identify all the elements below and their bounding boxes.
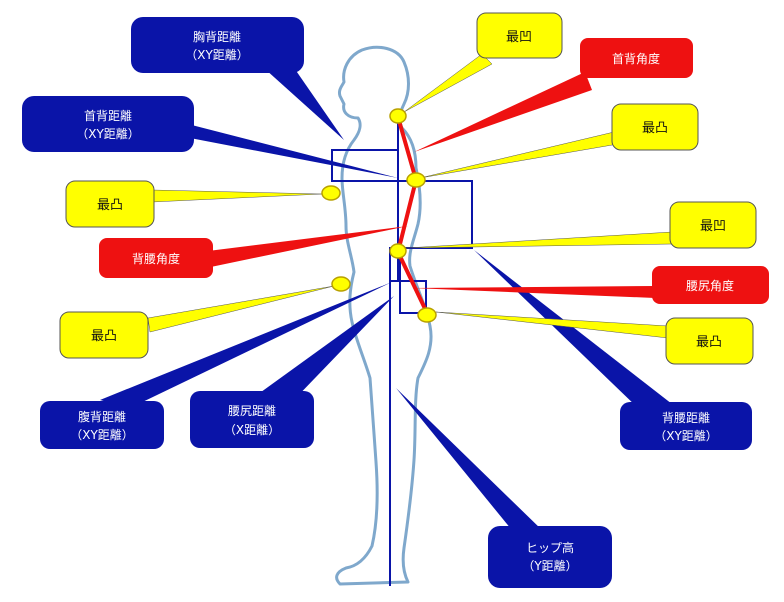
concave-right-mid-label: 最凹 — [700, 219, 726, 234]
neck-back-line1: 首背距離 — [84, 109, 132, 123]
pointer-abdomen-back — [100, 282, 392, 408]
callout-convex-hip: 最凸 — [665, 317, 754, 365]
convex-upper-right-label: 最凸 — [642, 121, 668, 136]
pointer-concave-top — [403, 53, 493, 113]
pointer-neck-back-angle — [414, 72, 592, 152]
point-waist-back — [389, 243, 407, 259]
pointer-waist-hip — [250, 296, 394, 404]
pointer-neck-back — [180, 122, 398, 178]
back-waist-line2: （XY距離） — [654, 429, 718, 443]
callout-chest-back: 胸背距離 （XY距離） — [131, 17, 304, 73]
callout-concave-top: 最凹 — [476, 12, 563, 59]
abdomen-back-line1: 腹背距離 — [78, 410, 126, 424]
neck-back-angle-label: 首背角度 — [612, 51, 660, 66]
neck-back-line2: （XY距離） — [76, 127, 140, 141]
hip-height-line1: ヒップ高 — [526, 540, 574, 555]
callout-hip-height: ヒップ高 （Y距離） — [488, 526, 612, 588]
callout-convex-chest: 最凸 — [65, 180, 155, 228]
callout-convex-abdomen: 最凸 — [59, 311, 149, 359]
pointer-back-waist-angle — [200, 226, 408, 268]
pointer-chest-back — [255, 60, 344, 140]
callout-waist-hip-angle: 腰尻角度 — [652, 266, 769, 304]
waist-hip-line1: 腰尻距離 — [228, 404, 276, 418]
back-waist-angle-label: 背腰角度 — [132, 251, 180, 266]
spine-line — [396, 116, 430, 316]
point-upper-back — [406, 172, 426, 188]
pointer-convex-chest — [151, 189, 323, 203]
chest-back-line1: 胸背距離 — [193, 29, 241, 44]
back-waist-line1: 背腰距離 — [662, 411, 710, 425]
callout-back-waist-angle: 背腰角度 — [99, 238, 213, 278]
waist-hip-line2: （X距離） — [224, 423, 280, 437]
pointer-concave-right-mid — [405, 231, 673, 249]
callout-back-waist: 背腰距離 （XY距離） — [620, 402, 752, 450]
pointer-hip-height — [396, 388, 544, 540]
callout-convex-upper-right: 最凸 — [611, 103, 699, 151]
callout-pointers — [100, 53, 673, 540]
callout-neck-back-angle: 首背角度 — [580, 38, 693, 78]
measurement-frames — [331, 118, 473, 586]
measurement-points — [321, 108, 437, 323]
chest-back-line2: （XY距離） — [185, 48, 249, 62]
point-hip — [417, 307, 437, 323]
waist-hip-angle-label: 腰尻角度 — [686, 278, 734, 293]
concave-top-label: 最凹 — [506, 30, 532, 45]
pointer-waist-hip-angle — [412, 286, 655, 298]
callout-neck-back: 首背距離 （XY距離） — [22, 96, 194, 152]
callout-abdomen-back: 腹背距離 （XY距離） — [40, 401, 164, 449]
callout-concave-right-mid: 最凹 — [669, 201, 757, 249]
convex-hip-label: 最凸 — [696, 335, 722, 350]
back-frame — [397, 180, 473, 249]
point-abdomen — [331, 276, 351, 292]
abdomen-back-line2: （XY距離） — [70, 428, 134, 442]
callout-waist-hip: 腰尻距離 （X距離） — [190, 391, 314, 448]
convex-abdomen-label: 最凸 — [91, 329, 117, 344]
hip-height-line2: （Y距離） — [522, 559, 577, 573]
convex-chest-label: 最凸 — [97, 198, 123, 213]
body-silhouette — [335, 45, 433, 586]
point-chest — [321, 185, 341, 201]
point-neck — [389, 108, 407, 124]
pointer-convex-abdomen — [147, 285, 335, 333]
